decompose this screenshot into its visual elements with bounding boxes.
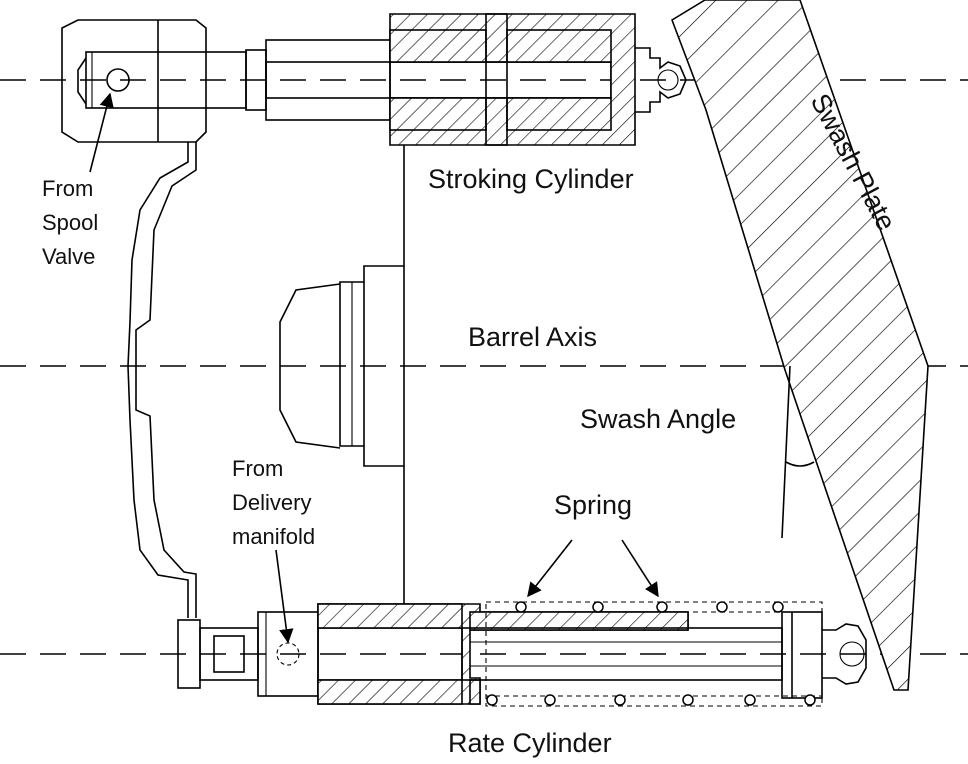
spool-valve-arrow xyxy=(89,92,114,173)
spring-arrow-right xyxy=(621,539,659,598)
from-delivery-manifold-label: From Delivery manifold xyxy=(232,456,315,549)
svg-text:Delivery: Delivery xyxy=(232,490,311,515)
spring-arrow-left xyxy=(527,539,573,598)
spring-coils xyxy=(486,601,816,706)
rate-cylinder xyxy=(177,601,867,707)
from-spool-valve-label: From Spool Valve xyxy=(42,176,98,269)
spool-valve-port xyxy=(106,68,130,92)
leader-arrows xyxy=(89,92,659,644)
delivery-manifold-arrow xyxy=(275,549,294,644)
svg-text:Spool: Spool xyxy=(42,210,98,235)
connecting-pipe xyxy=(127,142,197,618)
spring-label: Spring xyxy=(554,490,632,520)
swash-plate xyxy=(671,0,929,691)
svg-text:From: From xyxy=(42,176,93,201)
rate-cylinder-label: Rate Cylinder xyxy=(448,728,612,758)
svg-text:Valve: Valve xyxy=(42,244,95,269)
barrel-axis-label: Barrel Axis xyxy=(468,322,597,352)
svg-text:From: From xyxy=(232,456,283,481)
stroking-cylinder xyxy=(61,13,687,146)
barrel-housing xyxy=(279,145,405,604)
swash-angle-label: Swash Angle xyxy=(580,404,736,434)
stroking-cylinder-label: Stroking Cylinder xyxy=(428,164,634,194)
swash-angle-indicator xyxy=(781,365,815,539)
svg-text:manifold: manifold xyxy=(232,524,315,549)
